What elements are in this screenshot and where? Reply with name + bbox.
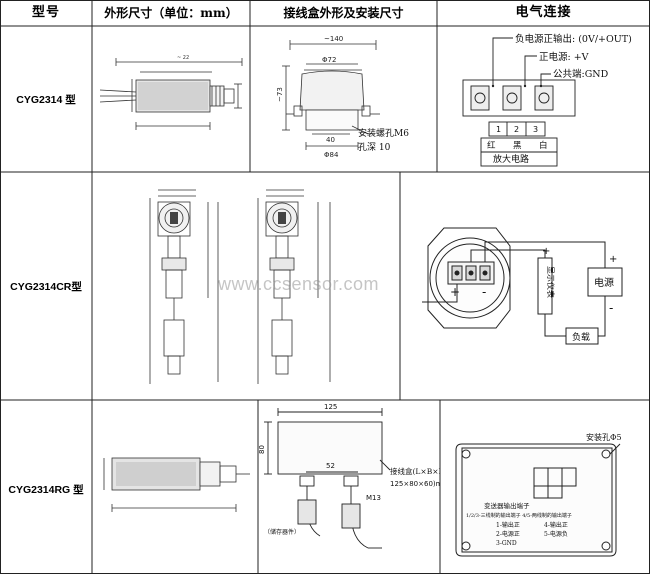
header-dimensions: 外形尺寸（单位：mm）	[104, 6, 238, 20]
transmitter-cr-drawing	[149, 189, 331, 384]
rg-pin-2: 2-电源正	[496, 530, 520, 538]
box-base-dim: 40	[326, 136, 335, 144]
meter-plus: +	[542, 246, 550, 257]
rg-pin-5: 5-电源负	[544, 530, 568, 538]
model-cyg2314cr: CYG2314CR型	[10, 281, 82, 293]
minus-left: -	[482, 285, 486, 299]
rg-terminal-card: 安装孔Φ5 变送器输出端子 1/2/3-三线制的输出端子 4/5-两线制的输出端…	[455, 432, 622, 557]
box-top-dia: Φ72	[322, 56, 336, 64]
common-gnd-label: 公共端:GND	[553, 68, 609, 80]
wire-color-red: 红	[487, 140, 496, 151]
junction-box-drawing: ~140 Φ72 ~73 40 Φ84 安装螺孔M6 孔深 10	[276, 35, 409, 159]
rg-small-note: （储存器件）	[264, 528, 300, 536]
power-plus: +	[609, 254, 617, 265]
rg-junction-box: 125 80 52 接线盒(L×B×H) 125×80×60)mm M13 （储…	[258, 403, 440, 549]
rg-height-dim: 80	[258, 445, 266, 454]
box-bottom-dia: Φ84	[324, 151, 339, 159]
rg-pin-4: 4-输出正	[544, 521, 568, 529]
model-cyg2314: CYG2314 型	[16, 94, 76, 106]
rg-width-dim: 125	[324, 403, 337, 411]
pos-power-label: 正电源: +V	[539, 51, 589, 63]
header-model: 型号	[31, 5, 60, 20]
plus-left: +	[450, 285, 460, 299]
rg-pin-3: 3-GND	[496, 540, 517, 547]
rg-mount-hole-label: 安装孔Φ5	[586, 432, 622, 442]
rg-spacing-dim: 52	[326, 462, 335, 470]
hole-depth-label: 孔深 10	[358, 142, 391, 153]
rg-sensor-outline	[103, 457, 250, 512]
rg-pin-1: 1-输出正	[496, 521, 520, 529]
header-wiring: 电气连接	[515, 5, 572, 20]
amplifier-circuit-label: 放大电路	[493, 153, 529, 165]
power-minus: -	[609, 301, 613, 315]
model-cyg2314rg: CYG2314RG 型	[8, 484, 84, 496]
display-meter-label: 显示仪表	[546, 266, 556, 298]
terminal-wiring-drawing: 负电源正输出: (0V/+OUT) 正电源: +V 公共端:GND 1 2 3 …	[462, 33, 632, 167]
loop-wiring-diagram: + - + + - 显示仪表 电源 负载	[422, 227, 623, 345]
box-width-dim: ~140	[324, 35, 343, 43]
box-height-dim: ~73	[276, 87, 284, 102]
svg-text:~ 22: ~ 22	[177, 55, 189, 61]
sensor-outline-drawing: ~ 22	[99, 55, 243, 130]
rg-box-size: 125×80×60)mm	[390, 480, 440, 488]
rg-gland-label: M13	[366, 494, 381, 502]
wire-color-black: 黑	[513, 141, 522, 151]
rg-card-note: 1/2/3-三线制的输出端子 4/5-两线制的输出端子	[466, 512, 572, 519]
mounting-hole-label: 安装螺孔M6	[358, 127, 409, 139]
load-label: 负载	[572, 331, 590, 343]
rg-box-label: 接线盒(L×B×H)	[390, 466, 440, 476]
terminal-num-2: 2	[514, 125, 519, 134]
header-box-dimensions: 接线盒外形及安装尺寸	[283, 6, 404, 20]
power-supply-label: 电源	[594, 276, 614, 289]
terminal-num-1: 1	[496, 125, 501, 134]
terminal-num-3: 3	[533, 125, 538, 134]
watermark: www.ccsensor.com	[218, 274, 380, 294]
wire-color-white: 白	[539, 140, 548, 151]
neg-power-label: 负电源正输出: (0V/+OUT)	[515, 33, 632, 45]
rg-card-title: 变送器输出端子	[484, 501, 530, 510]
